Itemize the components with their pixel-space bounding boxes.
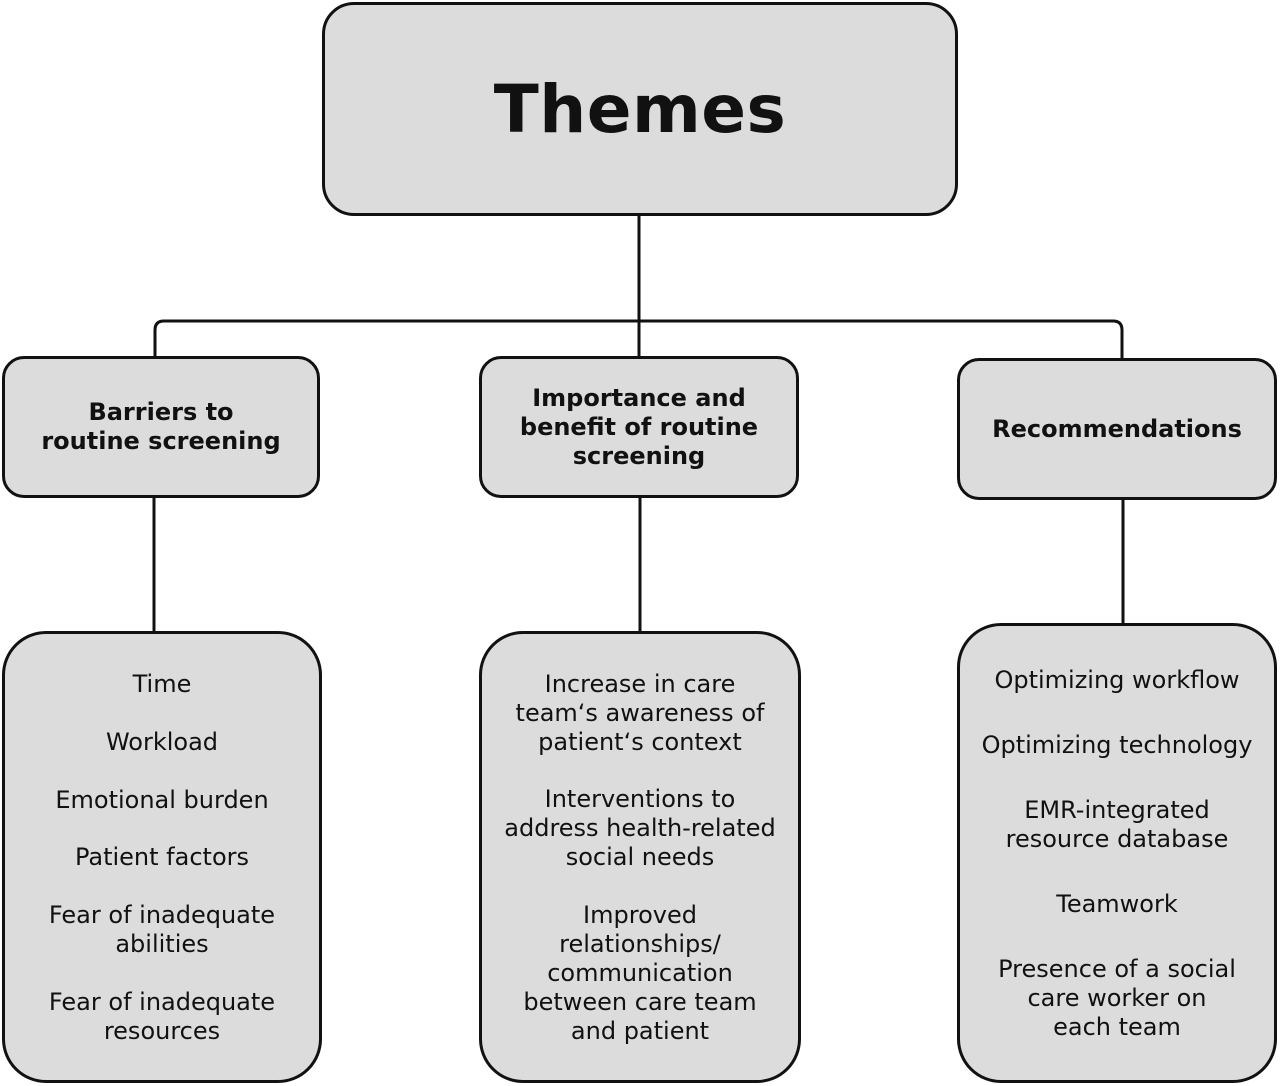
subtheme-item: Fear of inadequate abilities — [48, 900, 276, 958]
theme-label: Importance and benefit of routine screen… — [519, 383, 759, 470]
subtheme-item: Presence of a social care worker on each… — [998, 955, 1236, 1041]
theme-label: Barriers to routine screening — [41, 398, 281, 455]
theme-node-barriers: Barriers to routine screening — [2, 356, 320, 498]
subtheme-item: Teamwork — [1056, 890, 1178, 918]
subtheme-item: Time — [132, 670, 192, 699]
subtheme-item: EMR-integrated resource database — [1005, 796, 1229, 853]
theme-node-importance: Importance and benefit of routine screen… — [479, 356, 799, 498]
subtheme-item: Optimizing workflow — [994, 666, 1240, 694]
subtheme-item: Improved relationships/ communication be… — [523, 900, 757, 1045]
subtheme-item: Patient factors — [74, 843, 249, 872]
horizontal-bracket-line — [153, 319, 1124, 358]
root-node-box: Themes — [322, 2, 958, 216]
subtheme-item: Interventions to address health-related … — [504, 785, 776, 872]
subtheme-list-importance: Increase in care team‘s awareness of pat… — [479, 631, 801, 1083]
subtheme-item: Fear of inadequate resources — [48, 987, 276, 1045]
subtheme-item: Emotional burden — [55, 785, 269, 814]
subtheme-item: Workload — [105, 727, 219, 756]
theme-label: Recommendations — [992, 414, 1242, 443]
subtheme-list-barriers: Time Workload Emotional burden Patient f… — [2, 631, 322, 1083]
root-node-label: Themes — [493, 70, 787, 148]
subtheme-item: Increase in care team‘s awareness of pat… — [515, 670, 765, 757]
theme-node-recommendations: Recommendations — [957, 358, 1277, 500]
subtheme-item: Optimizing technology — [981, 731, 1253, 759]
subtheme-list-recommendations: Optimizing workflow Optimizing technolog… — [957, 623, 1277, 1083]
